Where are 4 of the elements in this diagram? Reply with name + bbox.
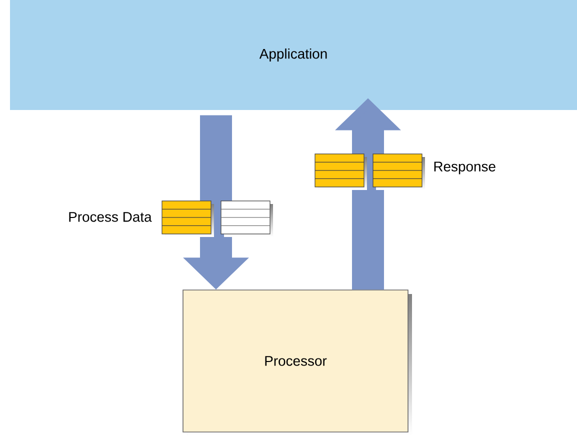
application-band: Application bbox=[10, 0, 577, 110]
edge-label: Process Data bbox=[69, 212, 152, 222]
edge-label: Response bbox=[434, 162, 496, 174]
processor-box: Processor bbox=[182, 290, 412, 436]
